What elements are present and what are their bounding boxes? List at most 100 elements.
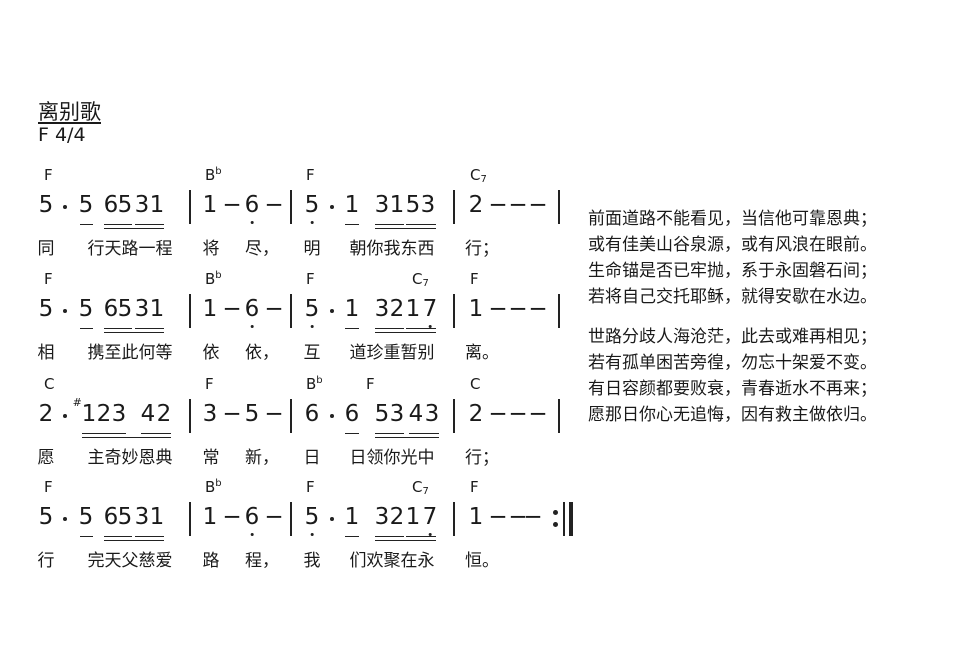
chord-root: B — [205, 478, 216, 496]
dash: − — [528, 192, 548, 218]
note: 5 — [305, 194, 319, 224]
beam-underline — [406, 536, 436, 537]
chord-modifier: 7 — [422, 486, 429, 497]
chord-modifier: b — [316, 375, 323, 386]
beam-underline — [375, 433, 404, 434]
verse-line: 生命锚是否已牢抛，系于永固磐石间； — [588, 261, 877, 281]
low-octave-dot — [250, 221, 254, 224]
lyric: 携至此何等 — [87, 343, 173, 363]
lyric: 常 — [202, 448, 220, 468]
chord-symbol: F — [44, 166, 53, 184]
dash: − — [264, 192, 284, 218]
note: 6 — [245, 506, 259, 536]
note: 6 — [304, 401, 320, 427]
lyric: 朝你我东西 — [349, 239, 435, 259]
bar-line — [189, 502, 191, 536]
beam-underline — [375, 224, 404, 225]
beam-underline — [80, 224, 93, 225]
lyric: 主奇妙恩典 — [87, 448, 173, 468]
dash: − — [508, 296, 528, 322]
repeat-dot — [553, 522, 558, 527]
beam-underline — [135, 536, 164, 537]
verse-line: 世路分歧人海沧茫，此去或难再相见； — [588, 327, 877, 347]
note: 1# — [72, 396, 97, 427]
bar-line — [290, 190, 292, 224]
lyric: 将 — [202, 239, 220, 259]
bar-line — [290, 502, 292, 536]
lyric: 行 — [37, 551, 55, 571]
note: 1 — [389, 192, 405, 218]
note: 3 — [389, 401, 405, 427]
note: 6 — [245, 194, 259, 224]
final-thick-bar — [569, 502, 573, 536]
note: 5 — [117, 504, 133, 530]
note: 3 — [111, 401, 127, 427]
chord-symbol: F — [306, 270, 315, 288]
note: 3 — [134, 296, 150, 322]
chord-modifier: 7 — [480, 174, 487, 185]
beam-underline — [141, 433, 171, 434]
bar-line — [189, 399, 191, 433]
note: 6 — [344, 401, 360, 427]
chord-root: B — [205, 166, 216, 184]
verse-line: 前面道路不能看见，当信他可靠恩典； — [588, 209, 877, 229]
note: 3 — [134, 504, 150, 530]
note: 4 — [408, 401, 424, 427]
lyric: 路 — [202, 551, 220, 571]
augmentation-dot — [63, 309, 67, 313]
verse-line: 愿那日你心无追悔，因有救主做依归。 — [588, 405, 877, 425]
beam-underline — [406, 224, 436, 225]
beam-underline — [375, 540, 436, 541]
chord-root: B — [306, 375, 317, 393]
note: 5 — [78, 192, 94, 218]
dash: − — [488, 192, 508, 218]
beam-underline — [104, 536, 132, 537]
chord-root: F — [44, 478, 53, 496]
lyric: 依， — [245, 343, 279, 363]
note: 1 — [344, 296, 360, 322]
note: 5 — [38, 296, 54, 322]
lyric: 行天路一程 — [87, 239, 173, 259]
note: 1 — [149, 504, 165, 530]
chord-modifier: b — [215, 166, 222, 177]
chord-root: F — [205, 375, 214, 393]
note: 6 — [245, 298, 259, 328]
lyric: 日 — [303, 448, 321, 468]
chord-root: F — [44, 166, 53, 184]
lyric: 恒。 — [465, 551, 499, 571]
note: 6 — [103, 192, 119, 218]
chord-symbol: Bb — [205, 478, 222, 496]
lyric: 日领你光中 — [349, 448, 435, 468]
note: 5 — [38, 504, 54, 530]
bar-line — [558, 399, 560, 433]
note: 6 — [103, 296, 119, 322]
dash: − — [222, 401, 242, 427]
chord-root: F — [306, 478, 315, 496]
chord-modifier: b — [215, 478, 222, 489]
lyric: 我 — [303, 551, 321, 571]
dash: − — [488, 296, 508, 322]
lyric: 明 — [303, 239, 321, 259]
song-title: 离别歌 — [38, 100, 101, 124]
sharp-accidental: # — [72, 396, 82, 409]
chord-symbol: F — [306, 478, 315, 496]
lyric: 同 — [37, 239, 55, 259]
lyric: 相 — [37, 343, 55, 363]
note: 3 — [202, 401, 218, 427]
augmentation-dot — [63, 517, 67, 521]
chord-symbol: Bb — [205, 166, 222, 184]
chord-symbol: C — [44, 375, 54, 393]
dash: − — [508, 401, 528, 427]
chord-symbol: F — [366, 375, 375, 393]
lyric: 程， — [245, 551, 279, 571]
lyric: 行； — [465, 448, 499, 468]
beam-underline — [375, 328, 404, 329]
beam-underline — [345, 433, 359, 434]
beam-underline — [375, 332, 436, 333]
chord-symbol: F — [44, 270, 53, 288]
lyric: 离。 — [465, 343, 499, 363]
chord-root: C — [470, 166, 481, 184]
lyric: 尽， — [245, 239, 279, 259]
bar-line — [558, 294, 560, 328]
lyric: 道珍重暂别 — [349, 343, 435, 363]
